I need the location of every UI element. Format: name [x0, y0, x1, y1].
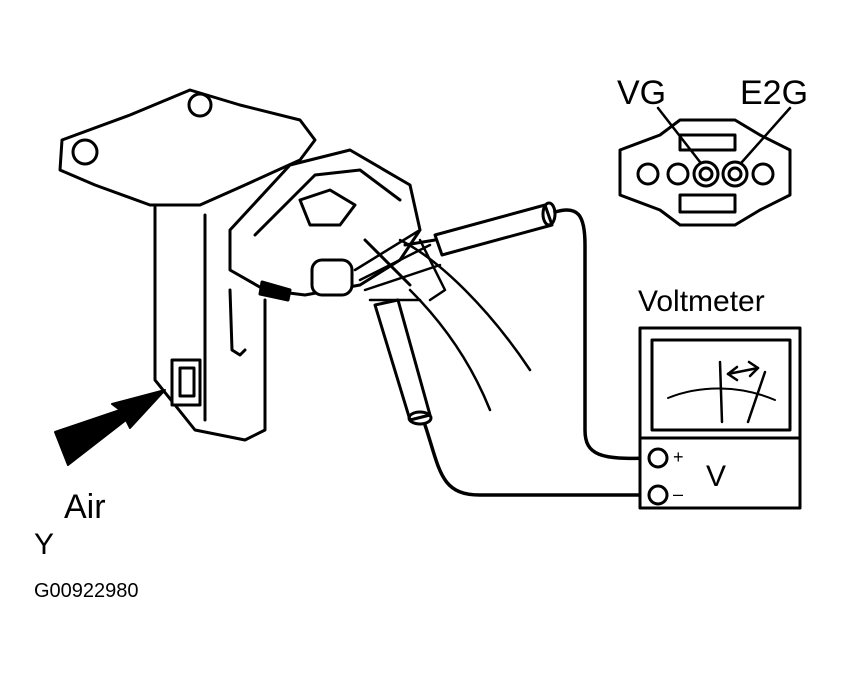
- connector-terminal-view: [618, 106, 792, 227]
- airflow-arrow-icon: [54, 389, 166, 466]
- voltmeter-negative-terminal: [647, 484, 669, 506]
- wire-harness: [353, 228, 532, 412]
- air-label: Air: [64, 488, 106, 526]
- positive-test-probe: [403, 201, 557, 257]
- positive-terminal-label: +: [673, 447, 684, 467]
- voltmeter-label: Voltmeter: [638, 285, 765, 318]
- vg-leader-line: [656, 106, 702, 164]
- figure-id: G00922980: [34, 580, 139, 602]
- positive-test-lead: [553, 208, 652, 461]
- y-label: Y: [34, 528, 55, 561]
- voltmeter: [638, 326, 802, 510]
- voltmeter-positive-terminal: [647, 447, 669, 469]
- e2g-label: E2G: [740, 74, 809, 112]
- airflow-meter-body: [58, 88, 317, 442]
- negative-test-probe: [373, 298, 433, 426]
- volt-unit-label: V: [706, 460, 727, 493]
- negative-test-lead: [423, 423, 652, 497]
- e2g-leader-line: [740, 106, 792, 164]
- vg-label: VG: [617, 74, 667, 112]
- negative-terminal-label: –: [673, 484, 684, 504]
